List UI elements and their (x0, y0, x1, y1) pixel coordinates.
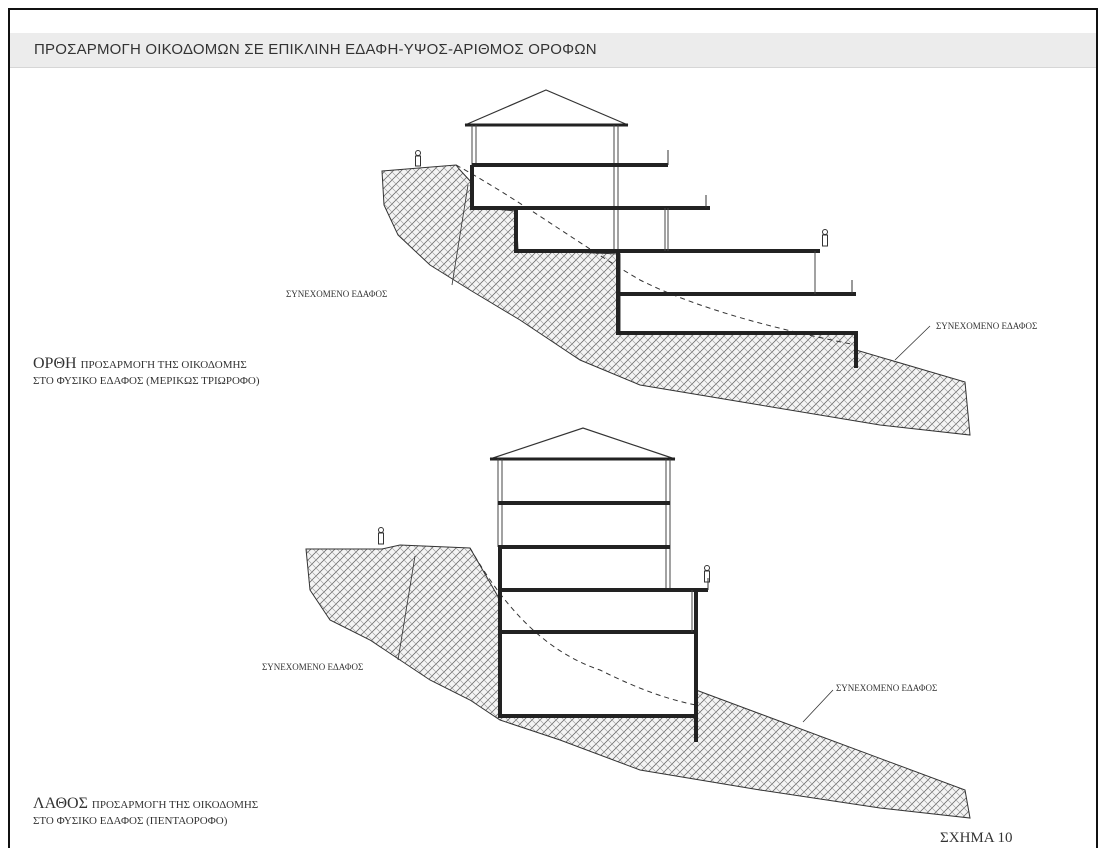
stepped-structure-top (470, 163, 858, 368)
label-connected-ground-top-left: ΣΥΝΕΧΟΜΕΝΟ ΕΔΑΦΟΣ (286, 289, 387, 299)
roof-top (464, 89, 629, 126)
roof-bottom (489, 427, 676, 460)
human-figure-icon (415, 150, 421, 167)
human-figure-icon (704, 565, 710, 583)
caption-bottom: ΛΑΘΟΣ ΠΡΟΣΑΡΜΟΓΗ ΤΗΣ ΟΙΚΟΔΟΜΗΣ ΣΤΟ ΦΥΣΙΚ… (33, 795, 258, 827)
diagram-bottom: ΣΥΝΕΧΟΜΕΝΟ ΕΔΑΦΟΣ ΣΥΝΕΧΟΜΕΝΟ ΕΔΑΦΟΣ (262, 427, 971, 819)
page-title: ΠΡΟΣΑΡΜΟΓΗ ΟΙΚΟΔΟΜΩΝ ΣΕ ΕΠΙΚΛΙΝΗ ΕΔΑΦΗ-Υ… (34, 41, 597, 58)
caption-top-text: ΠΡΟΣΑΡΜΟΓΗ ΤΗΣ ΟΙΚΟΔΟΜΗΣ (80, 359, 247, 371)
human-figure-icon (378, 527, 384, 545)
human-figure-icon (822, 229, 828, 247)
label-connected-ground-bottom-right: ΣΥΝΕΧΟΜΕΝΟ ΕΔΑΦΟΣ (836, 683, 937, 693)
caption-top: ΟΡΘΗ ΠΡΟΣΑΡΜΟΓΗ ΤΗΣ ΟΙΚΟΔΟΜΗΣ ΣΤΟ ΦΥΣΙΚΟ… (33, 355, 260, 387)
caption-top-keyword: ΟΡΘΗ (33, 355, 77, 372)
caption-top-line2: ΣΤΟ ΦΥΣΙΚΟ ΕΔΑΦΟΣ (ΜΕΡΙΚΩΣ ΤΡΙΩΡΟΦΟ) (33, 375, 260, 387)
label-connected-ground-bottom-left: ΣΥΝΕΧΟΜΕΝΟ ΕΔΑΦΟΣ (262, 662, 363, 672)
tower-structure-bottom (498, 501, 708, 742)
label-connected-ground-top-right: ΣΥΝΕΧΟΜΕΝΟ ΕΔΑΦΟΣ (936, 321, 1037, 331)
caption-bottom-text: ΠΡΟΣΑΡΜΟΓΗ ΤΗΣ ΟΙΚΟΔΟΜΗΣ (91, 799, 259, 811)
figure-number: ΣΧΗΜΑ 10 (940, 830, 1013, 846)
caption-bottom-keyword: ΛΑΘΟΣ (33, 795, 88, 812)
terrain-bottom (305, 544, 971, 819)
diagram-top: ΣΥΝΕΧΟΜΕΝΟ ΕΔΑΦΟΣ ΣΥΝΕΧΟΜΕΝΟ ΕΔΑΦΟΣ (286, 89, 1037, 436)
caption-bottom-line2: ΣΤΟ ΦΥΣΙΚΟ ΕΔΑΦΟΣ (ΠΕΝΤΑΟΡΟΦΟ) (33, 815, 228, 827)
natural-ground-line-top (455, 164, 857, 346)
title-bar: ΠΡΟΣΑΡΜΟΓΗ ΟΙΚΟΔΟΜΩΝ ΣΕ ΕΠΙΚΛΙΝΗ ΕΔΑΦΗ-Υ… (10, 33, 1096, 68)
natural-ground-line-bottom (469, 547, 697, 706)
